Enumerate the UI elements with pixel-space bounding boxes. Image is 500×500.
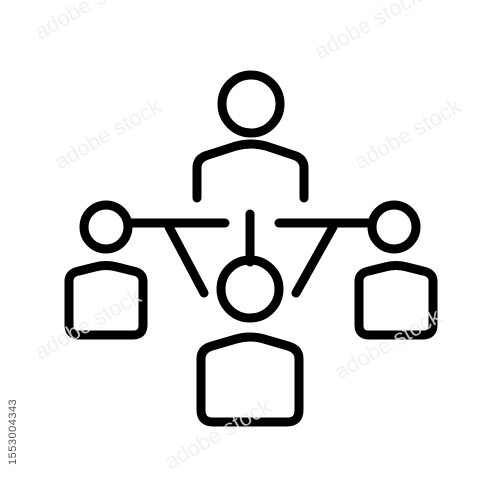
top-person-body xyxy=(192,139,309,203)
left-person-body xyxy=(64,261,148,340)
connector-right-diagonal xyxy=(291,222,338,298)
top-person-head xyxy=(217,70,285,138)
right-person-head xyxy=(367,200,421,254)
stock-id-label: 1553004343 xyxy=(7,398,19,465)
left-person-icon xyxy=(64,200,148,340)
right-person-body xyxy=(354,261,438,340)
top-person-icon xyxy=(192,70,309,203)
left-person-head xyxy=(79,200,133,254)
center-person-body xyxy=(196,332,304,427)
right-person-icon xyxy=(354,200,438,340)
center-person-icon xyxy=(196,255,304,427)
network-connectors xyxy=(124,209,375,298)
connector-left-diagonal xyxy=(164,222,209,298)
center-person-head xyxy=(216,255,284,323)
